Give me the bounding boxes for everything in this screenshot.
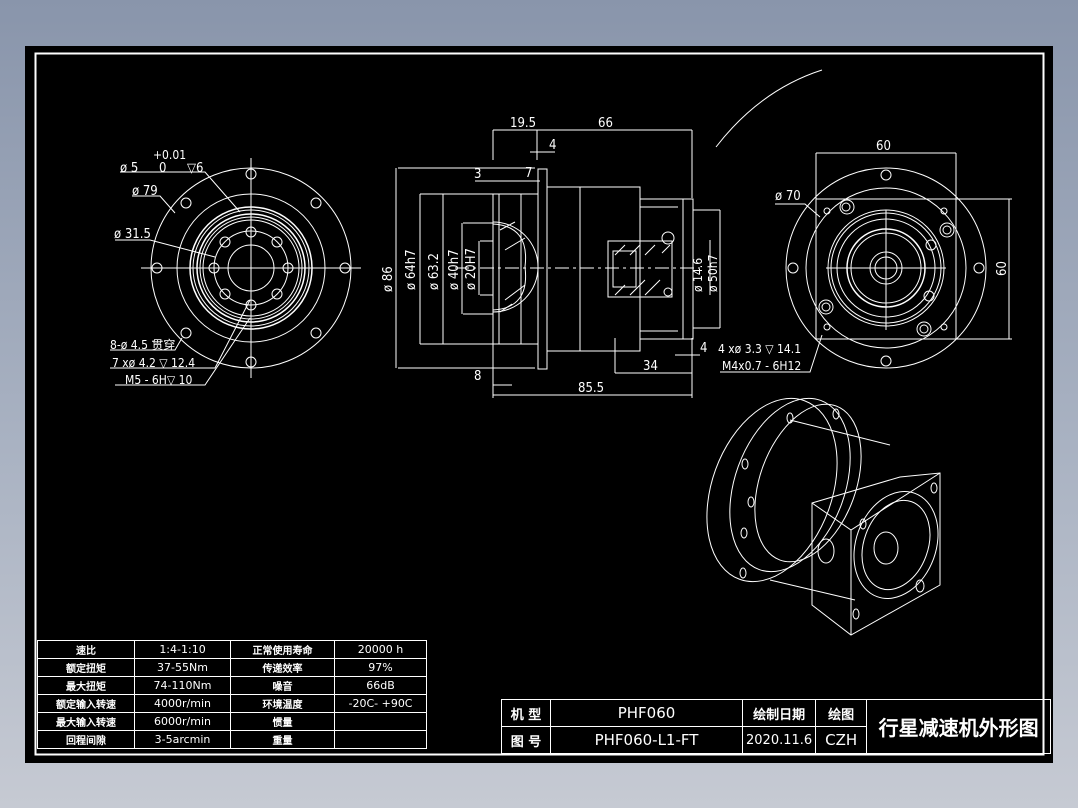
tapped-thread-label: M5 - 6H▽ 10 (125, 373, 193, 387)
date-label: 绘制日期 (741, 699, 817, 727)
date-value: 2020.11.6 (741, 726, 817, 754)
dim-19-5: 19.5 (510, 116, 536, 131)
dim-8: 8 (474, 369, 481, 384)
dim-85-5: 85.5 (578, 381, 604, 396)
spec-value: 6000r/min (134, 712, 231, 731)
hole-dia-label: ø 5 (120, 161, 138, 176)
dim-dia-40: ø 40h7 (447, 249, 462, 290)
dim-dia-50: ø 50h7 (706, 255, 720, 292)
model-value: PHF060 (550, 699, 743, 727)
table-row: 额定输入转速 4000r/min 环境温度 -20C- +90C (37, 694, 427, 713)
spec-label: 环境温度 (230, 694, 335, 713)
spec-label: 速比 (37, 640, 135, 659)
spec-value: 97% (334, 658, 427, 677)
model-label: 机 型 (501, 699, 551, 727)
spec-label: 重量 (230, 730, 335, 749)
dim-34: 34 (643, 359, 658, 374)
spec-label: 最大输入转速 (37, 712, 135, 731)
front-view: +0.01 ø 5 0 ▽6 ø 79 ø 31.5 8-ø 4.5 贯穿 7 … (110, 148, 361, 387)
dim-dia-14-6: ø 14.6 (691, 258, 705, 292)
hole-tol-lower: 0 (159, 161, 166, 176)
spec-label: 正常使用寿命 (230, 640, 335, 659)
dim-66: 66 (598, 116, 613, 131)
spec-value: 37-55Nm (134, 658, 231, 677)
spec-label: 额定扭矩 (37, 658, 135, 677)
spec-value: 20000 h (334, 640, 427, 659)
spec-value: 1:4-1:10 (134, 640, 231, 659)
hole-tol-upper: +0.01 (153, 148, 186, 162)
title-row-number: 图 号 PHF060-L1-FT 2020.11.6 CZH (501, 726, 1051, 754)
isometric-view (706, 397, 941, 636)
spec-value: 3-5arcmin (134, 730, 231, 749)
dim-dia-86: ø 86 (381, 266, 396, 292)
dim-flange-4: 4 (549, 138, 556, 153)
dim-width-60: 60 (876, 139, 891, 154)
rear-view: 60 60 ø 70 (775, 139, 1012, 369)
spec-value (334, 730, 427, 749)
pilot-dia-label: ø 31.5 (114, 227, 151, 242)
outer-dia-label: ø 79 (132, 184, 158, 199)
drawing-no-value: PHF060-L1-FT (550, 726, 743, 754)
dim-height-60: 60 (995, 261, 1010, 276)
rear-holes-label: 4 xø 3.3 ▽ 14.1 (718, 342, 801, 356)
spec-label: 最大扭矩 (37, 676, 135, 695)
drawer-label: 绘图 (815, 699, 868, 727)
dim-pcd-70: ø 70 (775, 189, 801, 204)
table-row: 速比 1:4-1:10 正常使用寿命 20000 h (37, 640, 427, 659)
spec-label: 额定输入转速 (37, 694, 135, 713)
dim-3: 3 (474, 167, 481, 182)
tapped-drill-label: 7 xø 4.2 ▽ 12.4 (112, 356, 195, 370)
rear-thread-label: M4x0.7 - 6H12 (722, 359, 801, 373)
drawer-value: CZH (815, 726, 868, 754)
spec-label: 惯量 (230, 712, 335, 731)
spec-table: 速比 1:4-1:10 正常使用寿命 20000 h 额定扭矩 37-55Nm … (37, 640, 427, 749)
dim-7: 7 (525, 166, 532, 181)
partial-arc (715, 69, 823, 148)
table-row: 额定扭矩 37-55Nm 传递效率 97% (37, 658, 427, 677)
mount-holes-label: 8-ø 4.5 贯穿 (110, 337, 175, 352)
spec-value: 66dB (334, 676, 427, 695)
spec-label: 噪音 (230, 676, 335, 695)
side-section-view: 19.5 66 4 3 7 ø 86 ø 64h7 ø 63.2 ø 40h7 … (381, 116, 823, 398)
drawing-frame (34, 52, 1045, 756)
spec-value (334, 712, 427, 731)
title-block: 机 型 PHF060 绘制日期 绘图 行星减速机外形图 图 号 PHF060-L… (501, 699, 1052, 754)
spec-value: 74-110Nm (134, 676, 231, 695)
table-row: 最大扭矩 74-110Nm 噪音 66dB (37, 676, 427, 695)
hole-depth-label: ▽6 (187, 161, 203, 176)
drawing-title: 行星减速机外形图 (866, 699, 1052, 754)
dim-dia-20: ø 20H7 (464, 248, 479, 290)
dim-dia-64: ø 64h7 (404, 249, 419, 290)
spec-value: -20C- +90C (334, 694, 427, 713)
dim-dia-63-2: ø 63.2 (427, 253, 442, 290)
title-row-model: 机 型 PHF060 绘制日期 绘图 行星减速机外形图 (501, 699, 1052, 754)
spec-value: 4000r/min (134, 694, 231, 713)
drawing-no-label: 图 号 (501, 726, 551, 754)
spec-label: 回程间隙 (37, 730, 135, 749)
table-row: 最大输入转速 6000r/min 惯量 (37, 712, 427, 731)
dim-right-4: 4 (700, 341, 707, 356)
spec-label: 传递效率 (230, 658, 335, 677)
table-row: 回程间隙 3-5arcmin 重量 (37, 730, 427, 749)
